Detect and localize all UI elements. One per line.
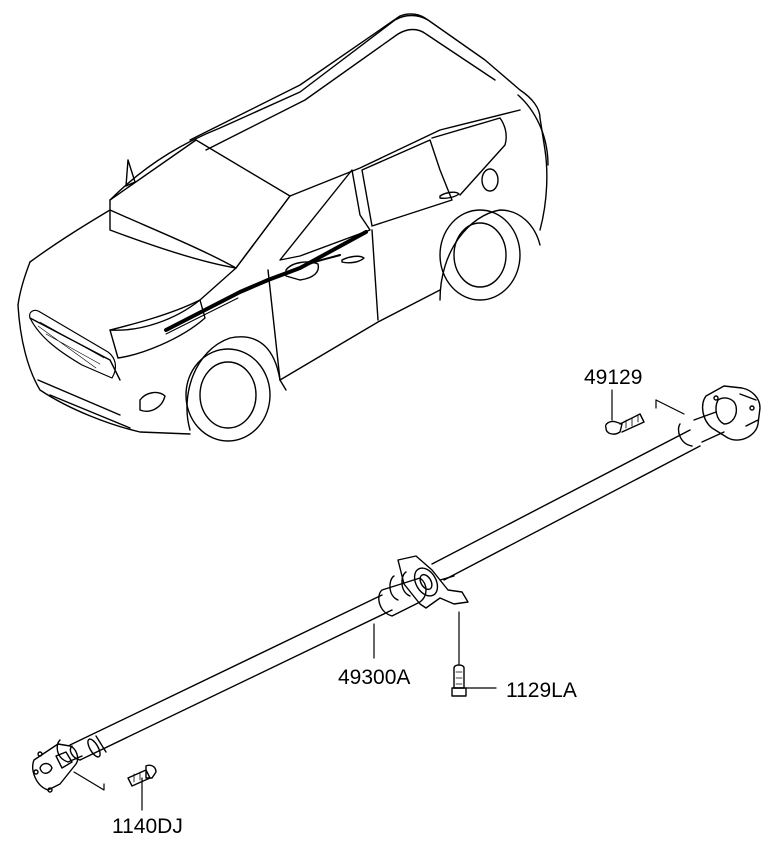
- vehicle-illustration: [18, 14, 548, 441]
- bolt-1129la: [452, 612, 496, 696]
- propeller-shaft-assembly: [33, 386, 760, 792]
- grille: [30, 310, 116, 378]
- rear-flex-coupling: [703, 386, 760, 440]
- part-label-1129la: 1129LA: [506, 679, 577, 702]
- part-label-49300a: 49300A: [338, 666, 411, 689]
- windshield-molding-strip: [166, 232, 366, 330]
- center-bearing-bracket: [379, 578, 426, 616]
- part-label-1140dj: 1140DJ: [112, 815, 183, 838]
- part-label-49129: 49129: [584, 366, 643, 389]
- bolt-49129: [606, 390, 684, 434]
- bolt-1140dj: [74, 765, 156, 810]
